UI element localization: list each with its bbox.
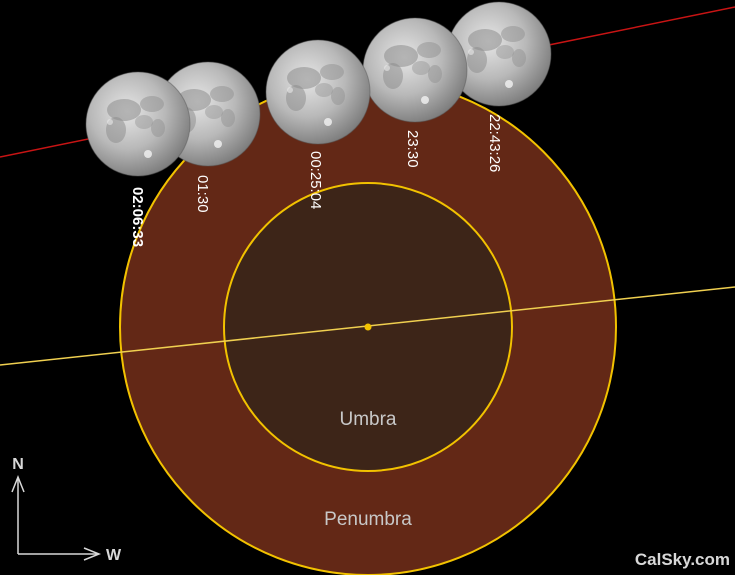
time-label-2: 01:30 (194, 175, 211, 213)
compass-north-label: N (12, 456, 24, 473)
credit-text: CalSky.com (635, 550, 730, 569)
time-label-5: 22:43:26 (486, 114, 503, 172)
time-label-4: 23:30 (404, 130, 421, 168)
time-label-1: 02:06:33 (129, 187, 146, 247)
compass-west-label: W (106, 547, 122, 564)
umbra-label: Umbra (339, 409, 396, 430)
moon-position-1 (85, 71, 191, 177)
time-label-3: 00:25:04 (307, 151, 324, 209)
moon-position-3 (265, 39, 371, 145)
shadow-center-dot (364, 323, 372, 331)
moon-position-4 (362, 17, 468, 123)
compass (11, 474, 102, 561)
penumbra-label: Penumbra (324, 509, 412, 530)
